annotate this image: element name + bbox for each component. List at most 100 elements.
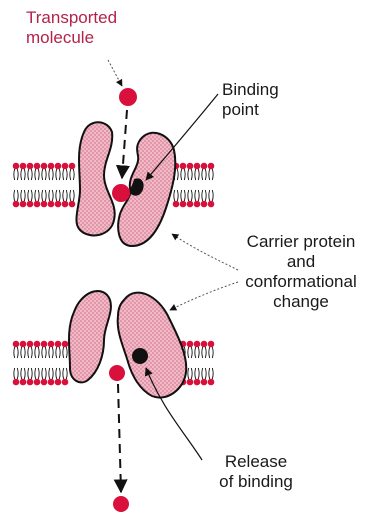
membrane-top-lipid-lower-head [27,201,34,208]
membrane-top-lipid-upper-tail [28,169,32,180]
membrane-top-lipid-upper-head [187,163,194,170]
label-release-line-1: Release [200,452,312,472]
label-carrier-protein: Carrier protein and conformational chang… [228,232,374,312]
membrane-top-lipid-upper-tail [209,169,213,180]
membrane-bottom-lipid-lower-tail [42,368,46,379]
membrane-top-lipid-upper-head [194,163,201,170]
label-carrier-protein-line-3: conformational [228,272,374,292]
membrane-top-lipid-lower-head [41,201,48,208]
membrane-top-lipid-upper-head [62,163,69,170]
membrane-top-lipid-lower-tail [56,190,60,201]
membrane-top-lipid-lower-head [194,201,201,208]
membrane-top-lipid-upper-head [20,163,27,170]
membrane-bottom-lipid-upper-tail [63,347,67,358]
membrane-bottom-lipid-lower-head [187,379,194,386]
membrane-top-lipid-upper-tail [202,169,206,180]
membrane-bottom-lipid-upper-tail [42,347,46,358]
membrane-bottom-lipid-lower-tail [21,368,25,379]
membrane-top-lipid-upper-tail [63,169,67,180]
membrane-top-lipid-lower-tail [174,190,178,201]
membrane-bottom-lipid-lower-head [34,379,41,386]
membrane-bottom-lipid-lower-tail [202,368,206,379]
membrane-bottom-lipid-upper-head [187,341,194,348]
membrane-top-lipid-lower-tail [209,190,213,201]
membrane-bottom-lipid-lower-head [208,379,215,386]
carrier-protein-upper-left-subunit [76,122,114,235]
membrane-bottom-lipid-upper-tail [28,347,32,358]
membrane-top-lipid-upper-tail [21,169,25,180]
membrane-bottom-lipid-upper-head [208,341,215,348]
membrane-top-lipid-lower-head [208,201,215,208]
membrane-bottom-lipid-lower-head [55,379,62,386]
membrane-top-lipid-upper-head [34,163,41,170]
membrane-top-lipid-lower-tail [70,190,74,201]
membrane-bottom-lipid-lower-tail [209,368,213,379]
membrane-bottom-lipid-lower-head [62,379,69,386]
membrane-top-lipid-lower-head [187,201,194,208]
label-binding-point: Binding point [222,80,279,120]
membrane-bottom-lipid-lower-tail [14,368,18,379]
membrane-bottom-lipid-lower-tail [28,368,32,379]
membrane-bottom-lipid-lower-tail [195,368,199,379]
membrane-bottom-lipid-upper-tail [202,347,206,358]
membrane-bottom-lipid-upper-tail [195,347,199,358]
membrane-top-lipid-lower-tail [14,190,18,201]
carrier-protein-lower-left-subunit [69,291,111,382]
membrane-top-lipid-lower-head [180,201,187,208]
membrane-bottom-lipid-lower-tail [63,368,67,379]
membrane-top-lipid-lower-head [201,201,208,208]
membrane-bottom-lipid-upper-tail [209,347,213,358]
membrane-top-lipid-upper-head [208,163,215,170]
membrane-bottom-lipid-lower-tail [49,368,53,379]
membrane-bottom-lipid-upper-tail [21,347,25,358]
membrane-bottom-lipid-upper-head [194,341,201,348]
transported-molecule-entering [109,365,125,381]
membrane-top-lipid-upper-head [48,163,55,170]
membrane-top-lipid-upper-head [13,163,20,170]
lipid-bilayer-upper [13,163,215,208]
membrane-bottom-lipid-lower-head [27,379,34,386]
membrane-top-lipid-lower-tail [42,190,46,201]
membrane-top-lipid-upper-tail [56,169,60,180]
label-carrier-protein-line-4: change [228,292,374,312]
membrane-bottom-lipid-upper-tail [14,347,18,358]
membrane-bottom-lipid-upper-head [34,341,41,348]
label-carrier-protein-line-1: Carrier protein [228,232,374,252]
membrane-bottom-lipid-upper-head [201,341,208,348]
transported-molecule-outside [119,88,137,106]
membrane-top-lipid-upper-tail [49,169,53,180]
transport-path-upper [122,110,127,178]
membrane-top-lipid-upper-head [180,163,187,170]
membrane-bottom-lipid-upper-tail [188,347,192,358]
membrane-bottom-lipid-lower-head [194,379,201,386]
membrane-top-lipid-lower-head [173,201,180,208]
membrane-bottom-lipid-upper-head [13,341,20,348]
membrane-bottom-lipid-upper-tail [56,347,60,358]
membrane-top-lipid-lower-head [62,201,69,208]
membrane-top-lipid-upper-tail [14,169,18,180]
label-carrier-protein-line-2: and [228,252,374,272]
membrane-top-lipid-upper-tail [35,169,39,180]
membrane-top-lipid-lower-tail [63,190,67,201]
membrane-bottom-lipid-lower-tail [188,368,192,379]
membrane-top-lipid-upper-tail [70,169,74,180]
membrane-bottom-lipid-upper-head [55,341,62,348]
membrane-top-lipid-upper-tail [181,169,185,180]
transport-path-lower [118,384,121,492]
membrane-bottom-lipid-upper-tail [49,347,53,358]
membrane-bottom-lipid-upper-head [48,341,55,348]
membrane-top-lipid-upper-tail [195,169,199,180]
binding-site-released [132,348,148,364]
membrane-bottom-lipid-lower-head [20,379,27,386]
membrane-top-lipid-lower-tail [49,190,53,201]
membrane-top-lipid-lower-tail [195,190,199,201]
label-binding-point-line-1: Binding [222,80,279,100]
membrane-top-lipid-upper-tail [42,169,46,180]
membrane-top-lipid-upper-head [69,163,76,170]
membrane-top-lipid-lower-tail [202,190,206,201]
membrane-bottom-lipid-upper-head [20,341,27,348]
membrane-bottom-lipid-upper-tail [35,347,39,358]
membrane-top-lipid-lower-head [13,201,20,208]
membrane-top-lipid-upper-head [27,163,34,170]
